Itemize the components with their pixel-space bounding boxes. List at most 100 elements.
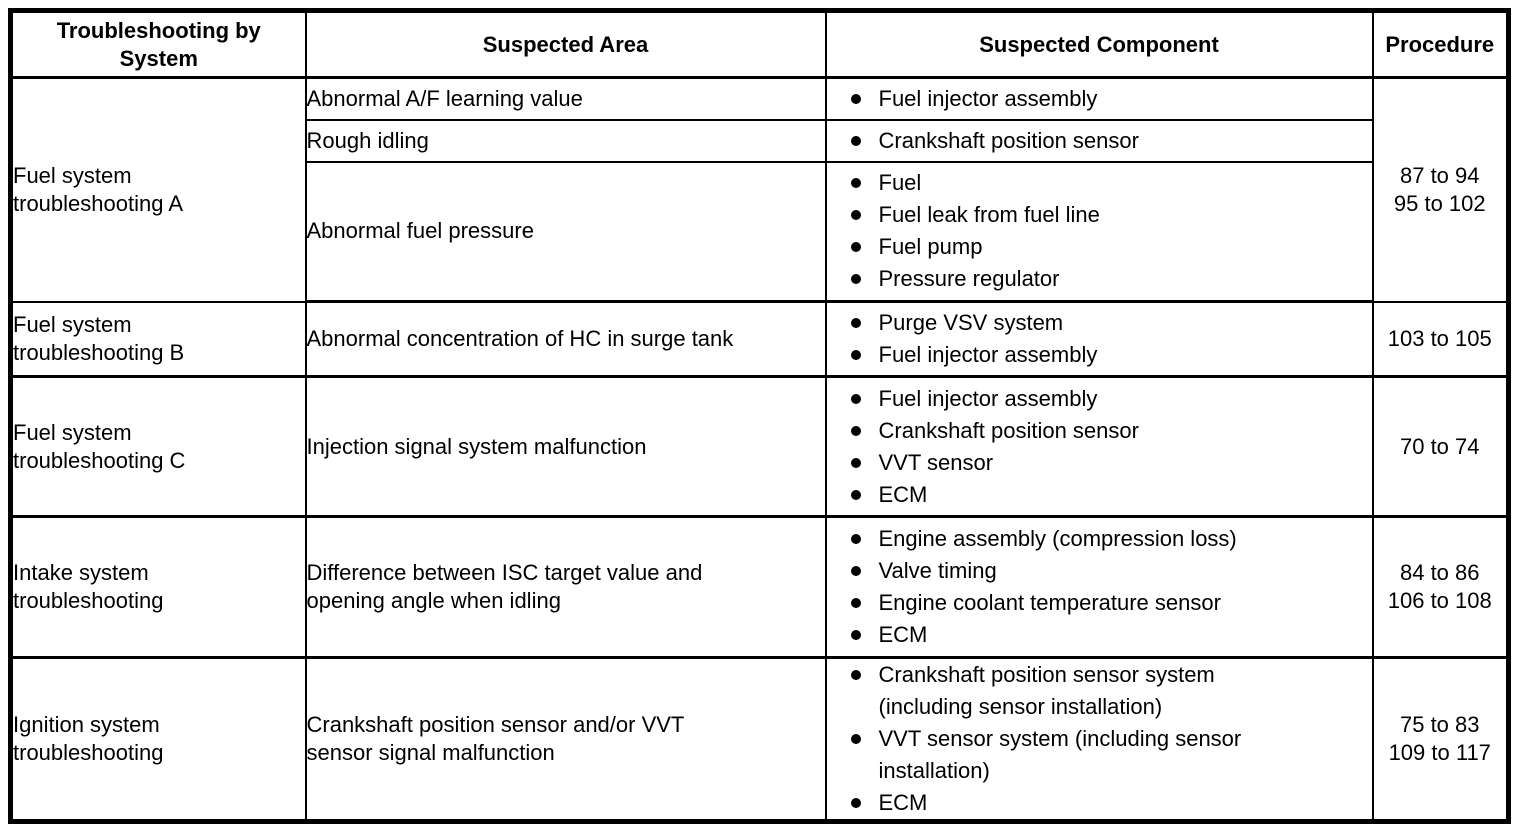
table-row: Fuel system troubleshooting B Abnormal c… xyxy=(9,300,1510,378)
system-line: Ignition system xyxy=(13,712,160,737)
procedure-cell: 87 to 94 95 to 102 xyxy=(1371,76,1510,303)
table-row: Ignition system troubleshooting Cranksha… xyxy=(9,656,1510,823)
system-line: troubleshooting xyxy=(13,588,164,613)
system-line: troubleshooting C xyxy=(13,447,186,473)
area-line: sensor signal malfunction xyxy=(306,740,555,765)
component-cell: Crankshaft position sensor system (inclu… xyxy=(824,656,1374,823)
list-item: Fuel leak from fuel line xyxy=(828,199,1371,231)
list-item: VVT sensor system (including sensor inst… xyxy=(828,723,1371,787)
header-procedure: Procedure xyxy=(1371,9,1510,79)
area-line: opening angle when idling xyxy=(306,588,561,613)
area-cell: Injection signal system malfunction xyxy=(304,375,827,518)
component-line: Fuel pump xyxy=(878,234,983,260)
component-line: Valve timing xyxy=(878,558,997,583)
component-cell: Fuel Fuel leak from fuel line Fuel pump xyxy=(824,160,1374,303)
procedure-cell: 75 to 83 109 to 117 xyxy=(1371,656,1510,823)
system-cell: Fuel system troubleshooting C xyxy=(9,375,307,518)
header-area: Suspected Area xyxy=(304,9,827,79)
list-item: VVT sensor xyxy=(828,447,1371,479)
list-item: Crankshaft position sensor xyxy=(828,415,1371,447)
procedure-line: 70 to 74 xyxy=(1399,433,1480,459)
system-line: troubleshooting xyxy=(13,740,164,765)
component-line: Purge VSV system xyxy=(878,310,1064,335)
procedure-cell: 103 to 105 xyxy=(1371,300,1510,378)
component-line: Crankshaft position sensor xyxy=(878,417,1139,443)
list-item: Fuel injector assembly xyxy=(828,383,1371,415)
header-area-line: Suspected Area xyxy=(482,31,649,57)
area-cell: Abnormal fuel pressure xyxy=(304,160,827,303)
area-line: Abnormal concentration of HC in surge ta… xyxy=(306,326,734,351)
header-system: Troubleshooting by System xyxy=(9,9,307,79)
table-row: Rough idling Crankshaft position sensor xyxy=(11,118,1509,163)
component-line: Engine assembly (compression loss) xyxy=(878,526,1237,551)
list-item: ECM xyxy=(828,787,1371,819)
component-line: VVT sensor system (including sensor xyxy=(878,726,1242,751)
list-item: Fuel injector assembly xyxy=(828,339,1371,371)
bullet-icon xyxy=(850,318,861,328)
system-line: Fuel system xyxy=(13,419,132,445)
system-line: troubleshooting B xyxy=(13,339,185,365)
bullet-icon xyxy=(850,798,861,808)
component-line: Fuel leak from fuel line xyxy=(878,202,1100,228)
component-line: ECM xyxy=(878,790,928,815)
list-item: Fuel pump xyxy=(828,231,1371,263)
bullet-icon xyxy=(850,393,861,404)
area-line: Abnormal A/F learning value xyxy=(306,85,583,111)
component-line: Crankshaft position sensor system xyxy=(878,662,1215,687)
procedure-line: 109 to 117 xyxy=(1388,740,1491,765)
system-line: troubleshooting A xyxy=(13,190,184,216)
header-system-line: System xyxy=(119,45,198,71)
bullet-icon xyxy=(850,734,861,744)
component-line: installation) xyxy=(878,758,990,783)
bullet-icon xyxy=(850,489,861,500)
procedure-line: 87 to 94 xyxy=(1399,162,1480,188)
procedure-line: 103 to 105 xyxy=(1387,325,1492,351)
system-line: Intake system xyxy=(13,560,149,585)
system-line: Fuel system xyxy=(13,311,132,337)
component-line: Engine coolant temperature sensor xyxy=(878,590,1221,615)
component-cell: Fuel injector assembly Crankshaft positi… xyxy=(824,375,1374,518)
system-cell: Fuel system troubleshooting A xyxy=(9,76,307,303)
list-item: Crankshaft position sensor system (inclu… xyxy=(828,660,1371,724)
procedure-line: 84 to 86 xyxy=(1399,560,1480,585)
area-line: Injection signal system malfunction xyxy=(306,433,647,459)
component-line: Pressure regulator xyxy=(878,266,1060,292)
component-cell: Crankshaft position sensor xyxy=(824,118,1374,163)
bullet-icon xyxy=(850,178,861,189)
list-item: Fuel injector assembly xyxy=(828,83,1371,115)
bullet-icon xyxy=(850,425,861,436)
component-cell: Engine assembly (compression loss) Valve… xyxy=(824,515,1374,659)
bullet-icon xyxy=(850,598,861,608)
list-item: ECM xyxy=(828,619,1371,651)
procedure-line: 106 to 108 xyxy=(1387,588,1492,613)
header-row: Troubleshooting by System Suspected Area… xyxy=(9,9,1510,79)
troubleshooting-table: Troubleshooting by System Suspected Area… xyxy=(8,8,1511,824)
list-item: Fuel xyxy=(828,167,1371,199)
component-line: VVT sensor xyxy=(878,449,994,475)
component-line: Fuel injector assembly xyxy=(878,385,1098,411)
list-item: Purge VSV system xyxy=(828,307,1371,339)
table-row: Intake system troubleshooting Difference… xyxy=(9,515,1510,659)
component-line: Fuel xyxy=(878,170,922,196)
area-line: Rough idling xyxy=(306,127,429,153)
list-item: Valve timing xyxy=(828,555,1371,587)
header-component-line: Suspected Component xyxy=(979,31,1219,57)
component-line: (including sensor installation) xyxy=(878,694,1163,719)
procedure-cell: 84 to 86 106 to 108 xyxy=(1371,515,1510,659)
bullet-icon xyxy=(850,630,861,640)
system-line: Fuel system xyxy=(13,162,132,188)
bullet-icon xyxy=(850,670,861,680)
component-line: ECM xyxy=(878,481,928,507)
area-cell: Abnormal A/F learning value xyxy=(304,76,827,121)
system-cell: Intake system troubleshooting xyxy=(9,515,307,659)
bullet-icon xyxy=(850,274,861,285)
system-cell: Ignition system troubleshooting xyxy=(9,656,307,823)
bullet-icon xyxy=(850,534,861,544)
area-cell: Rough idling xyxy=(304,118,827,163)
bullet-icon xyxy=(850,566,861,576)
area-line: Difference between ISC target value and xyxy=(306,560,703,585)
list-item: Engine assembly (compression loss) xyxy=(828,523,1371,555)
system-cell: Fuel system troubleshooting B xyxy=(9,300,307,378)
table-row: Fuel system troubleshooting A Abnormal A… xyxy=(9,76,1510,303)
